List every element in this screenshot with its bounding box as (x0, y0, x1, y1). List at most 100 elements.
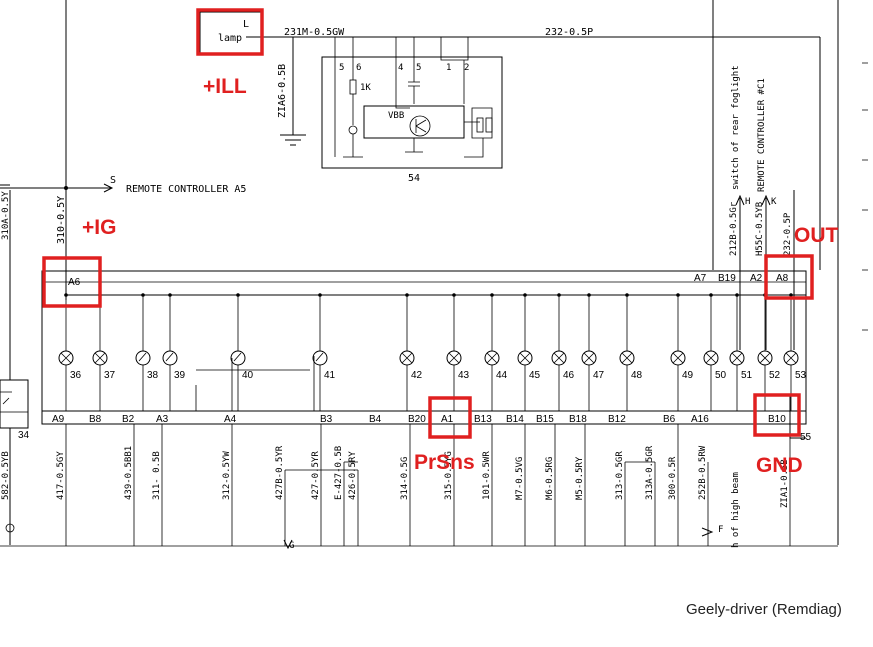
wire-212b-label: 212B-0.5Gr (729, 201, 739, 256)
left-component-34-detail (0, 391, 28, 413)
component-54-box (321, 56, 503, 169)
harness-wire-label: M5-0.5RY (575, 456, 585, 500)
lamp-number: 37 (104, 370, 116, 381)
pin-a16: A16 (691, 414, 709, 425)
lamp-number: 52 (769, 370, 781, 381)
bulb-mark (553, 352, 565, 364)
harness-wire-label: 439-0.5BB1 (124, 446, 134, 500)
transistor-icon (409, 115, 431, 137)
transistor-symbol (415, 119, 427, 133)
lamp-number: 42 (411, 370, 423, 381)
bulb-mark (448, 352, 460, 364)
bus-junction (452, 293, 456, 297)
bulb-mark (486, 352, 498, 364)
left-component-34 (0, 379, 29, 429)
pin-a9: A9 (52, 414, 65, 425)
fog-pin: H (745, 197, 750, 207)
highlight-a8 (764, 254, 814, 300)
comp54-pin-6: 6 (356, 63, 361, 73)
pin-b14: B14 (506, 414, 524, 425)
lamp-number: 46 (563, 370, 575, 381)
bulb-icon (551, 350, 567, 366)
bulb-icon (619, 350, 635, 366)
harness-wire-label: ZIA1-0.5B (780, 459, 790, 508)
ground-pin-55: 55 (800, 432, 812, 443)
f-pin: F (718, 525, 723, 535)
g-arrow (283, 539, 293, 550)
left-edge-wire (0, 184, 11, 380)
pin-b19: B19 (718, 273, 736, 284)
comp54-pin-4: 4 (398, 63, 403, 73)
harness-wire-label: E-427-0.5B (334, 446, 344, 500)
remote-arrow (103, 183, 114, 193)
harness-wire-label: 312-0.5YW (222, 451, 232, 500)
bulb-mark (705, 352, 717, 364)
pin-a8: A8 (776, 273, 789, 284)
lamp-number: 43 (458, 370, 470, 381)
wire-310-label: 310-0.5Y (56, 196, 67, 244)
right-ticks (862, 62, 868, 331)
lamp-label: lamp (218, 33, 242, 44)
led-icon (348, 125, 358, 135)
harness-wire-label: 426-0.5RY (348, 451, 358, 500)
pin-b12: B12 (608, 414, 626, 425)
transistor-ground (405, 138, 423, 153)
wire-232-out-label: 232-0.5P (783, 212, 793, 256)
bulb-mark (731, 352, 743, 364)
coil-b (485, 117, 493, 133)
bus-junction (318, 293, 322, 297)
resistor-1k (349, 79, 357, 95)
annotation-out: OUT (794, 224, 839, 247)
pin-b3: B3 (320, 414, 333, 425)
gauge-icon (230, 350, 246, 366)
bulb-mark (785, 352, 797, 364)
lamp-number: 48 (631, 370, 643, 381)
transistor-box (363, 105, 465, 139)
bottom-connector-pins: A9 B8 B2 A3 A4 B3 B4 B20 A1 B13 B14 B15 … (52, 414, 786, 425)
junction-310 (64, 186, 68, 190)
lamp-number: 50 (715, 370, 727, 381)
bus-junction (490, 293, 494, 297)
bulb-icon (484, 350, 500, 366)
wire-231m-label: 231M-0.5GW (284, 27, 345, 38)
pin-b18: B18 (569, 414, 587, 425)
f-arrow (701, 527, 714, 537)
comp54-coil (464, 107, 493, 139)
lamp-number: 39 (174, 370, 186, 381)
left-edge-top-label: 310A-0.5Y (1, 191, 11, 240)
pin-a6: A6 (68, 277, 81, 288)
bus-junction (676, 293, 680, 297)
harness-wire-label: 315-0.5YG (444, 451, 454, 500)
bulb-mark (94, 352, 106, 364)
bus-junction (236, 293, 240, 297)
harness-branches (285, 461, 656, 471)
bus-junction (735, 293, 739, 297)
annotation-ig: +IG (82, 216, 116, 239)
pin-b2: B2 (122, 414, 135, 425)
lamp-number: 41 (324, 370, 336, 381)
bus-junction (168, 293, 172, 297)
pin-b10: B10 (768, 414, 786, 425)
remote-pin: S (110, 175, 116, 186)
pin-a3: A3 (156, 414, 169, 425)
credit-text: Geely-driver (Remdiag) (686, 601, 842, 618)
left-edge-terminal (5, 523, 15, 533)
bus-junction (405, 293, 409, 297)
comp54-link-1-2 (440, 37, 469, 104)
pin-a1: A1 (441, 414, 454, 425)
lamp-number: 47 (593, 370, 605, 381)
pin-b13: B13 (474, 414, 492, 425)
bulb-mark (519, 352, 531, 364)
bulb-icon (729, 350, 745, 366)
bulb-icon (783, 350, 799, 366)
lamp-pin: L (243, 19, 249, 30)
lamp-number: 40 (242, 370, 254, 381)
bulb-icon (581, 350, 597, 366)
comp54-coil-lead (464, 138, 484, 158)
left-component-34-id: 34 (18, 430, 30, 441)
harness-wire-label: 313-0.5GR (615, 451, 625, 500)
gauge-icon (135, 350, 151, 366)
instrument-cluster-outline (41, 270, 807, 425)
pin-b8: B8 (89, 414, 102, 425)
